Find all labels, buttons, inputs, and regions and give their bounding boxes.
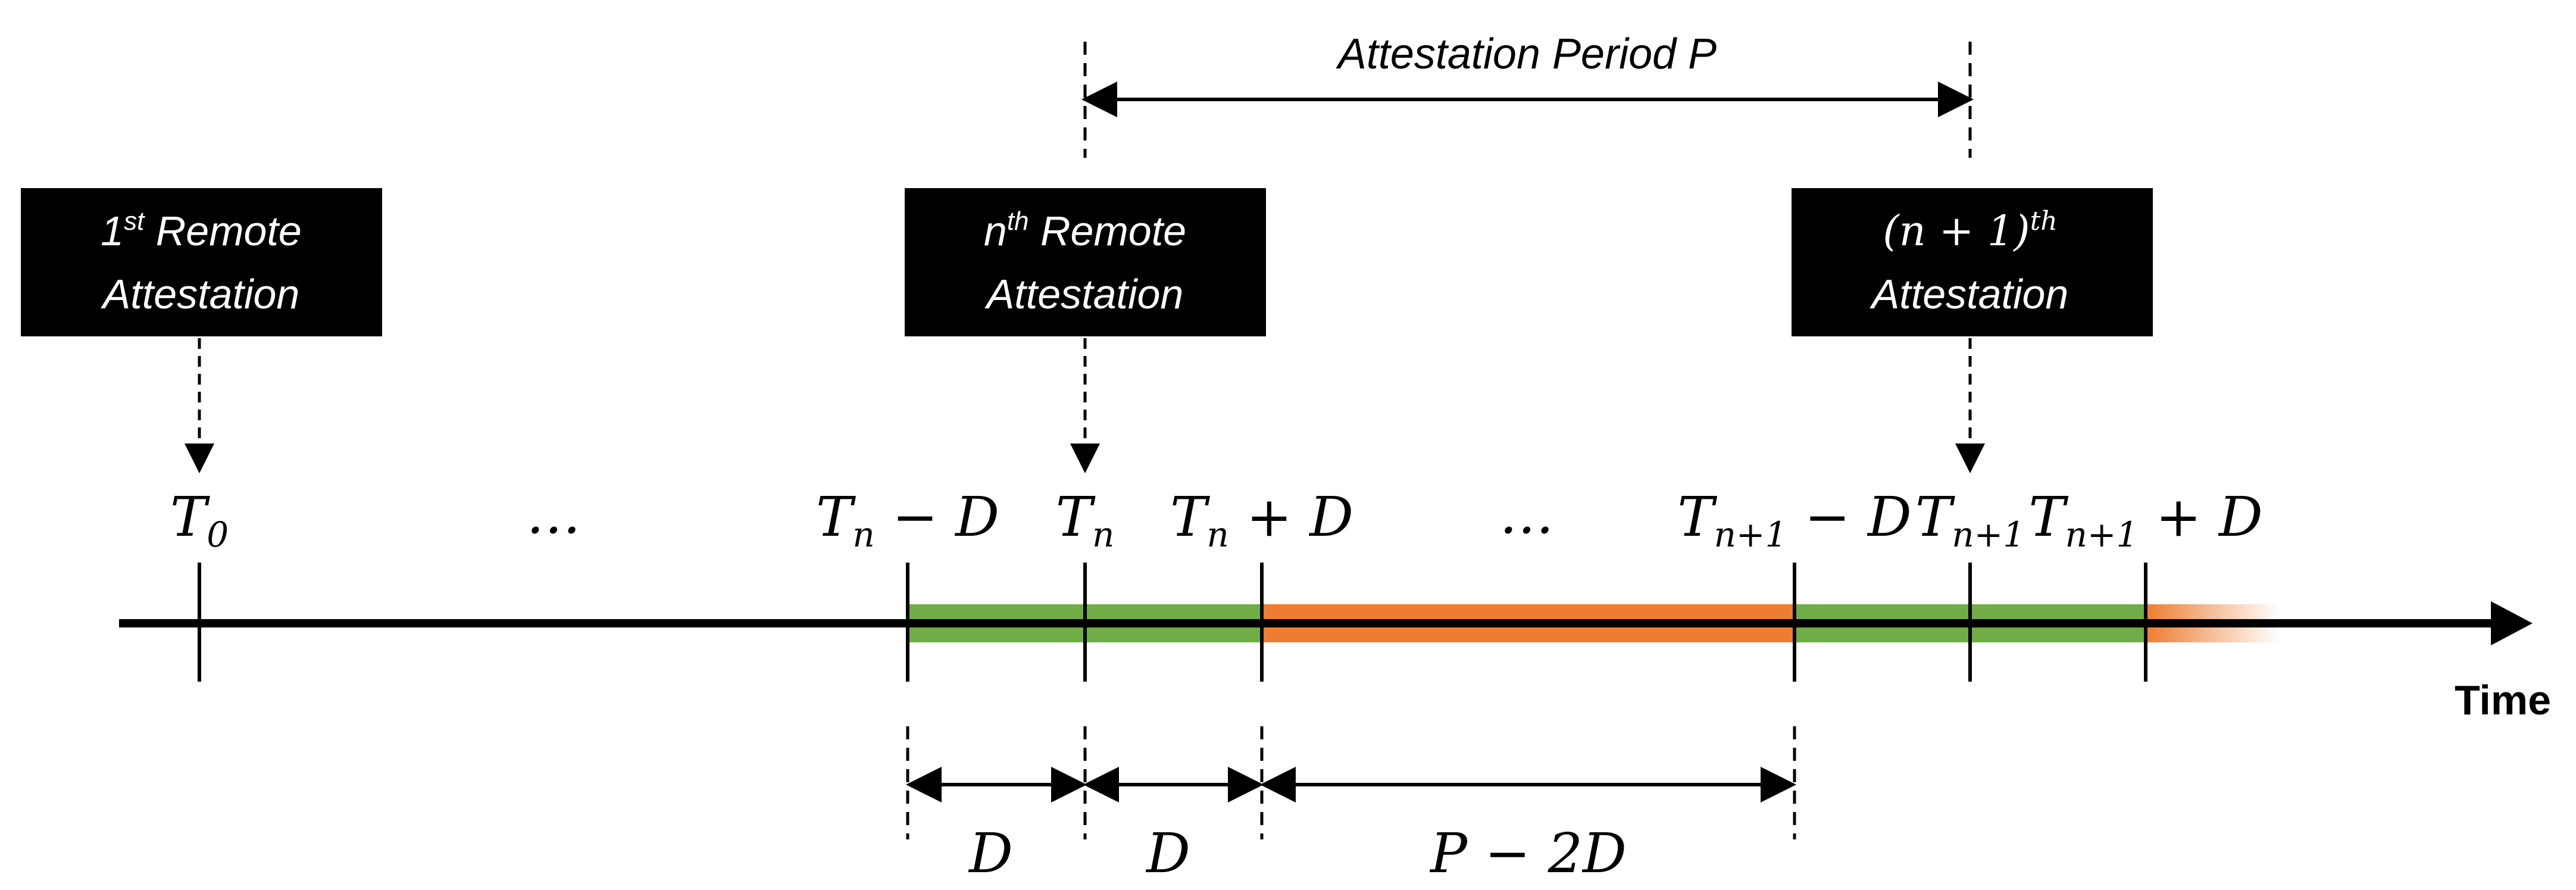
box-line2: Attestation — [984, 271, 1184, 317]
box-line1: 1st Remote — [101, 207, 302, 254]
box-line1: nth Remote — [984, 207, 1186, 254]
label-tn: Tn — [1056, 485, 1115, 555]
nth-attestation-box: nth Remote Attestation — [905, 188, 1266, 336]
label-t0: T0 — [170, 485, 229, 555]
first-attestation-box: 1st Remote Attestation — [21, 188, 382, 336]
label-ellipsis1: … — [526, 482, 581, 546]
label-tn1: Tn+1 — [1915, 485, 2025, 555]
time-label: Time — [2455, 677, 2551, 723]
period-label: Attestation Period P — [1336, 30, 1717, 78]
label-tn1-minus-d: Tn+1 − D — [1677, 485, 1912, 555]
box-background — [905, 188, 1266, 336]
label-tn1-plus-d: Tn+1 + D — [2028, 485, 2263, 555]
label-ellipsis2: … — [1499, 482, 1554, 546]
time-axis-arrowhead — [2491, 601, 2533, 645]
box-line1: (n + 1)th — [1883, 206, 2057, 255]
box-background — [21, 188, 382, 336]
dim-label-d2: D — [1145, 822, 1190, 885]
box-background — [1792, 188, 2153, 336]
interval-dimensions: D D P − 2D — [906, 726, 1796, 885]
tick-labels: T0 … Tn − D Tn Tn + D … Tn+1 − D Tn+1 Tn… — [170, 482, 2263, 555]
label-tn-minus-d: Tn − D — [816, 485, 999, 555]
attestation-period: Attestation Period P — [1081, 30, 1974, 158]
label-tn-plus-d: Tn + D — [1170, 485, 1353, 555]
box-line2: Attestation — [101, 271, 300, 317]
box-line2: Attestation — [1870, 271, 2069, 317]
dim-label-d1: D — [968, 822, 1013, 885]
dim-label-p2d: P − 2D — [1429, 822, 1627, 885]
tick-marks — [198, 563, 2147, 682]
n-plus-1-attestation-box: (n + 1)th Attestation — [1792, 188, 2153, 336]
